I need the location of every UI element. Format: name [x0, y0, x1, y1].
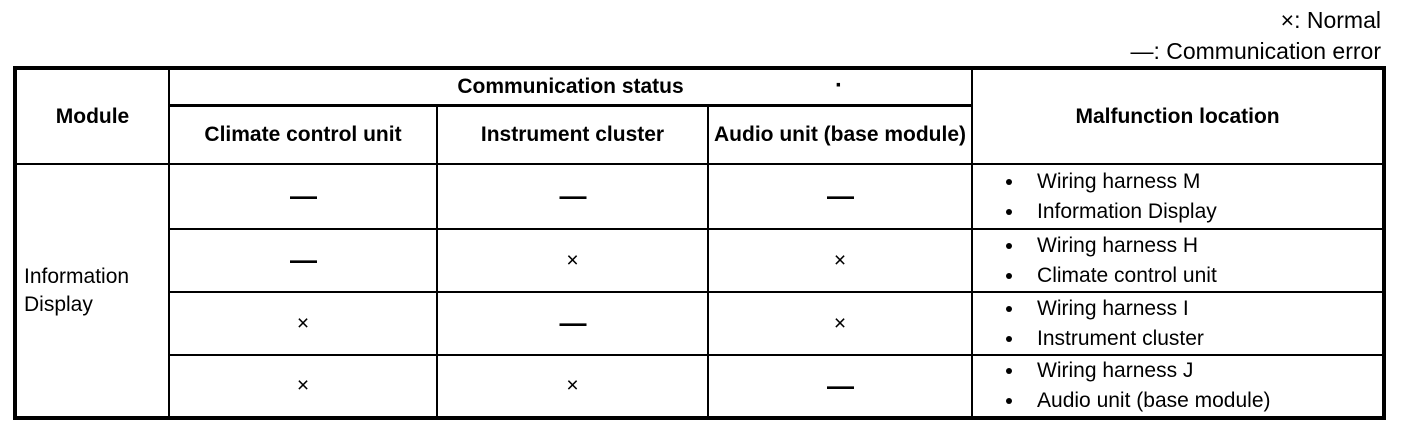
header-module: Module [14, 67, 170, 165]
header-climate-control-unit: Climate control unit [168, 104, 438, 165]
status-cell-audio: — [706, 163, 974, 230]
status-cell-audio: — [706, 354, 974, 419]
malfunction-list: Wiring harness I Instrument cluster [974, 294, 1382, 354]
malfunction-list: Wiring harness H Climate control unit [974, 231, 1382, 291]
status-cell-climate: — [168, 163, 438, 230]
header-malfunction-location: Malfunction location [971, 67, 1386, 165]
malfunction-item: Wiring harness M [1025, 167, 1382, 197]
status-cell-instrument: — [436, 291, 709, 356]
table-row: × — × Wiring harness I Instrument cluste… [15, 291, 1386, 356]
table-row: Information Display — — — Wiring harness… [14, 163, 1386, 419]
malfunction-location-cell: Wiring harness I Instrument cluster [971, 291, 1386, 356]
malfunction-location-cell: Wiring harness H Climate control unit [971, 228, 1386, 293]
legend-communication-error: —: Communication error [1130, 38, 1381, 64]
header-communication-status: Communication status · [167, 67, 974, 107]
malfunction-list: Wiring harness M Information Display [974, 167, 1382, 227]
status-cell-climate: × [168, 291, 438, 356]
malfunction-list: Wiring harness J Audio unit (base module… [974, 357, 1382, 416]
status-cell-climate: — [168, 228, 438, 293]
communication-status-table: Module Communication status · Malfunctio… [13, 66, 1387, 420]
malfunction-item: Audio unit (base module) [1025, 386, 1382, 416]
legend-normal: ×: Normal [1280, 7, 1381, 33]
table-row: — × × Wiring harness H Climate control u… [15, 228, 1386, 293]
legend: ×: Normal —: Communication error [1130, 5, 1381, 67]
status-cell-climate: × [168, 354, 438, 419]
status-cell-audio: × [706, 291, 974, 356]
module-name-cell: Information Display [14, 163, 170, 419]
malfunction-item: Wiring harness H [1025, 231, 1382, 261]
status-cell-instrument: × [436, 228, 709, 293]
malfunction-item: Instrument cluster [1025, 324, 1382, 354]
malfunction-item: Climate control unit [1025, 261, 1382, 291]
malfunction-location-cell: Wiring harness M Information Display [971, 163, 1386, 230]
table-row: × × — Wiring harness J Audio unit (base … [15, 354, 1386, 419]
status-cell-instrument: × [436, 354, 709, 419]
malfunction-item: Wiring harness I [1025, 294, 1382, 324]
header-instrument-cluster: Instrument cluster [436, 104, 709, 165]
malfunction-location-cell: Wiring harness J Audio unit (base module… [971, 354, 1386, 419]
scan-artifact-dot: · [835, 72, 843, 99]
status-cell-instrument: — [436, 163, 709, 230]
header-audio-unit: Audio unit (base module) [706, 104, 974, 165]
malfunction-item: Wiring harness J [1025, 357, 1382, 386]
malfunction-item: Information Display [1025, 197, 1382, 227]
status-cell-audio: × [706, 228, 974, 293]
